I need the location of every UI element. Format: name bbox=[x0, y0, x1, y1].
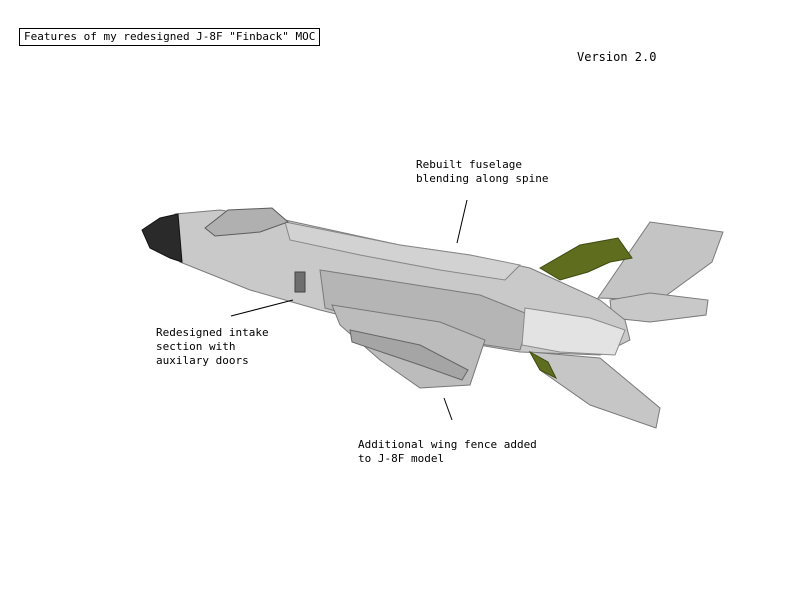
fuselage-lower-panel bbox=[319, 269, 531, 351]
lower-stabilizer bbox=[529, 351, 661, 429]
page-title: Features of my redesigned J-8F "Finback"… bbox=[19, 28, 321, 46]
callout-intake-line-1: Redesigned intake bbox=[156, 326, 269, 339]
nose-cone bbox=[141, 213, 183, 263]
right-wing-camo bbox=[539, 237, 633, 281]
fuselage-spine bbox=[284, 221, 522, 281]
fuselage-leader-line bbox=[456, 199, 468, 244]
callout-intake-line-2: section with bbox=[156, 340, 236, 353]
callout-wing-fence: Additional wing fence added to J-8F mode… bbox=[358, 438, 537, 466]
callout-intake-line-3: auxilary doors bbox=[156, 354, 249, 367]
callout-wing-fence-line-1: Additional wing fence added bbox=[358, 438, 537, 451]
callout-fuselage: Rebuilt fuselage blending along spine bbox=[416, 158, 548, 186]
wing-fence bbox=[349, 329, 469, 381]
wing-fence-leader-line bbox=[443, 397, 453, 421]
callout-intake: Redesigned intake section with auxilary … bbox=[156, 326, 269, 368]
callout-wing-fence-line-2: to J-8F model bbox=[358, 452, 445, 465]
version-label: Version 2.0 bbox=[577, 50, 657, 64]
tail-stabilizer bbox=[609, 292, 709, 323]
canopy bbox=[204, 207, 289, 237]
intake-door bbox=[294, 271, 306, 293]
lower-stabilizer-camo bbox=[528, 350, 558, 380]
intake-leader-line bbox=[230, 299, 294, 317]
callout-fuselage-line-1: Rebuilt fuselage bbox=[416, 158, 522, 171]
callout-fuselage-line-2: blending along spine bbox=[416, 172, 549, 185]
rear-fuselage-panel bbox=[521, 307, 626, 356]
